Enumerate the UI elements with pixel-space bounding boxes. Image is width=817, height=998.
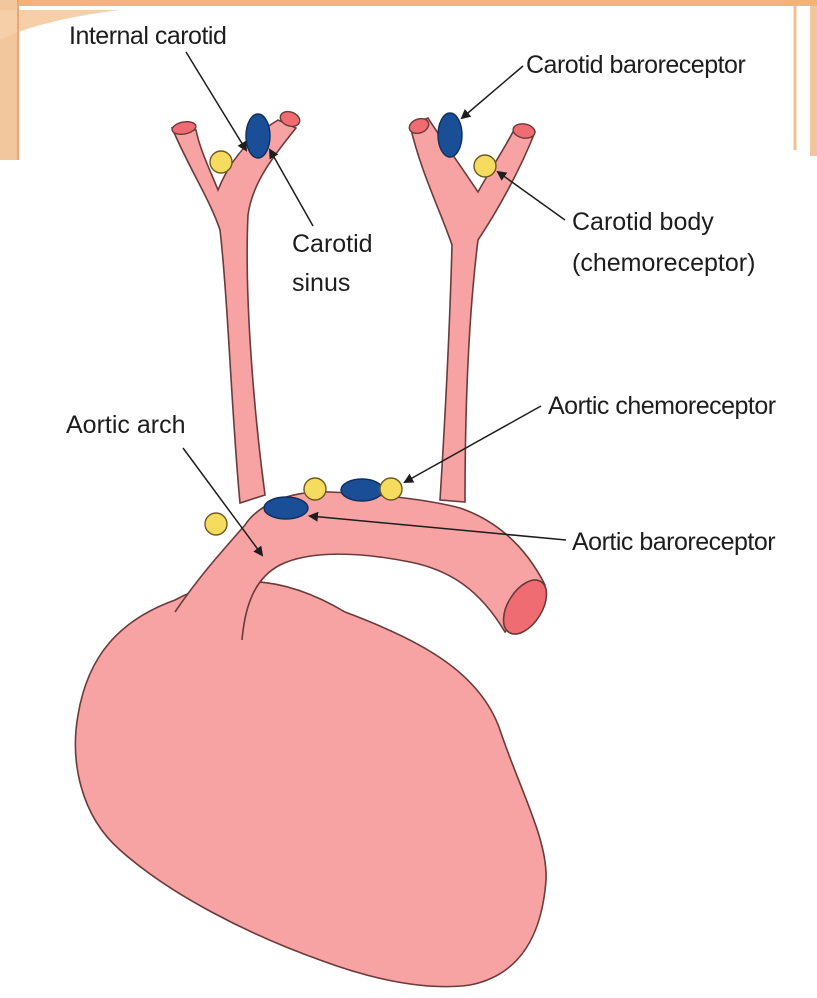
pointer-carotid-baroreceptor: [462, 66, 523, 118]
carotid-baroreceptor-right: [438, 113, 462, 157]
label-carotid-baroreceptor: Carotid baroreceptor: [526, 51, 745, 79]
aortic-baroreceptor-upper: [341, 479, 383, 501]
aortic-chemoreceptor-2: [380, 478, 402, 500]
carotid-body-right: [474, 155, 496, 177]
heart: [75, 581, 546, 986]
label-aortic-baroreceptor: Aortic baroreceptor: [572, 528, 775, 556]
label-internal-carotid: Internal carotid: [69, 22, 226, 50]
pointer-carotid-sinus: [270, 150, 313, 226]
label-carotid-sinus-line2: sinus: [292, 269, 350, 297]
aortic-chemoreceptor-arch: [205, 513, 227, 535]
left-carotid-vessel: [172, 120, 296, 503]
aortic-chemoreceptor-1: [304, 478, 326, 500]
carotid-body-left: [210, 151, 232, 173]
labels: Internal carotid Carotid baroreceptor Ca…: [66, 22, 776, 556]
label-carotid-sinus-line1: Carotid: [292, 230, 373, 258]
aortic-baroreceptor: [264, 497, 308, 519]
pointer-aortic-chemoreceptor: [405, 406, 541, 482]
carotid-sinus-baroreceptor-left: [246, 114, 270, 158]
label-carotid-body-line2: (chemoreceptor): [572, 249, 755, 277]
pointer-carotid-body: [498, 172, 565, 220]
label-aortic-arch: Aortic arch: [66, 411, 185, 439]
label-aortic-chemoreceptor: Aortic chemoreceptor: [548, 392, 776, 420]
label-carotid-body-line1: Carotid body: [572, 208, 714, 236]
